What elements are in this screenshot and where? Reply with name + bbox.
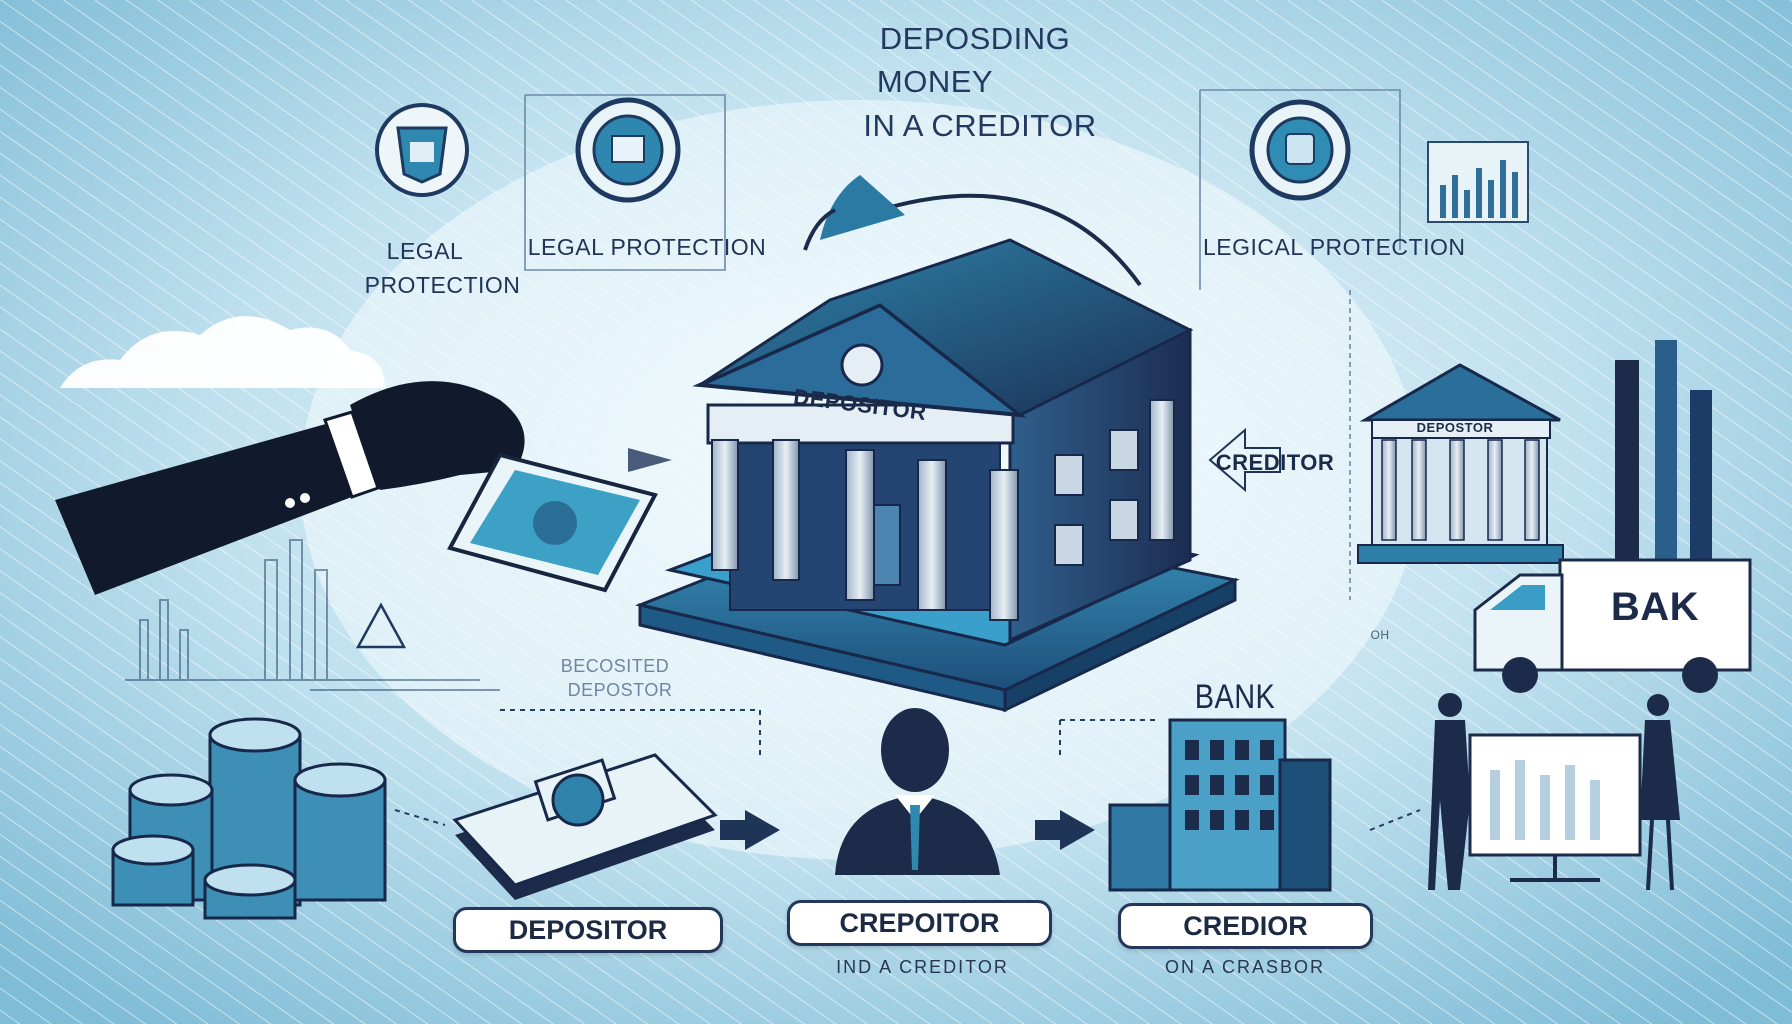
legal-label-left-2: PROTECTION (364, 272, 521, 298)
pill-caption-credior: ON A CRASBOR (1164, 957, 1326, 977)
shield-emblem-icon (1249, 99, 1351, 201)
businessman-icon (835, 708, 1000, 875)
faded-caption-2: DEPOSTOR (567, 680, 673, 700)
legal-label-center: LEGAL PROTECTION (527, 234, 767, 260)
pill-caption-crepoitor: IND A CREDITOR (836, 957, 1009, 977)
creditor-side-label: CREDITOR (1215, 450, 1335, 475)
coin-stack-icon (111, 717, 387, 920)
curved-arrow-icon (803, 175, 1142, 287)
bank-building-icon (634, 238, 1240, 713)
warning-triangle-icon (355, 602, 407, 649)
arrow-right-icon (628, 427, 1281, 850)
pill-depositor: DEPOSITOR (453, 907, 723, 953)
shield-emblem-icon (575, 97, 681, 203)
title-line-3: IN A CREDITOR (863, 108, 1097, 143)
money-stack-icon (452, 753, 718, 900)
faded-caption-1: BECOSITED (560, 656, 670, 676)
legal-label-right: LEGICAL PROTECTION (1203, 234, 1466, 260)
two-people-chart-icon (1428, 693, 1680, 891)
top-frames (524, 89, 1401, 600)
shield-emblem-icon (375, 103, 469, 197)
bank-building-icon (1357, 363, 1564, 564)
truck-label: BAK (1610, 585, 1700, 629)
cloud-icon (60, 316, 385, 388)
pill-credior: CREDIOR (1118, 903, 1373, 949)
bar-chart-icon (1615, 340, 1712, 580)
bank-tower-label: BANK (1194, 678, 1276, 716)
legal-label-left-1: LEGAL (386, 238, 464, 264)
pill-crepoitor: CREPOITOR (787, 900, 1052, 946)
title-line-1: DEPOSDING (879, 21, 1071, 56)
faded-chart (125, 539, 500, 691)
hand-holding-money-icon (55, 381, 525, 595)
dashed-connectors (394, 709, 1421, 831)
small-bank-text: DEPOSTOR (1416, 420, 1494, 435)
bar-chart-icon (1427, 141, 1529, 223)
tiny-label: OH (1370, 628, 1390, 642)
delivery-truck-icon (1473, 558, 1752, 693)
title-line-2: MONEY (876, 64, 994, 99)
banknote-icon (447, 452, 658, 593)
office-tower-icon (1108, 718, 1332, 892)
